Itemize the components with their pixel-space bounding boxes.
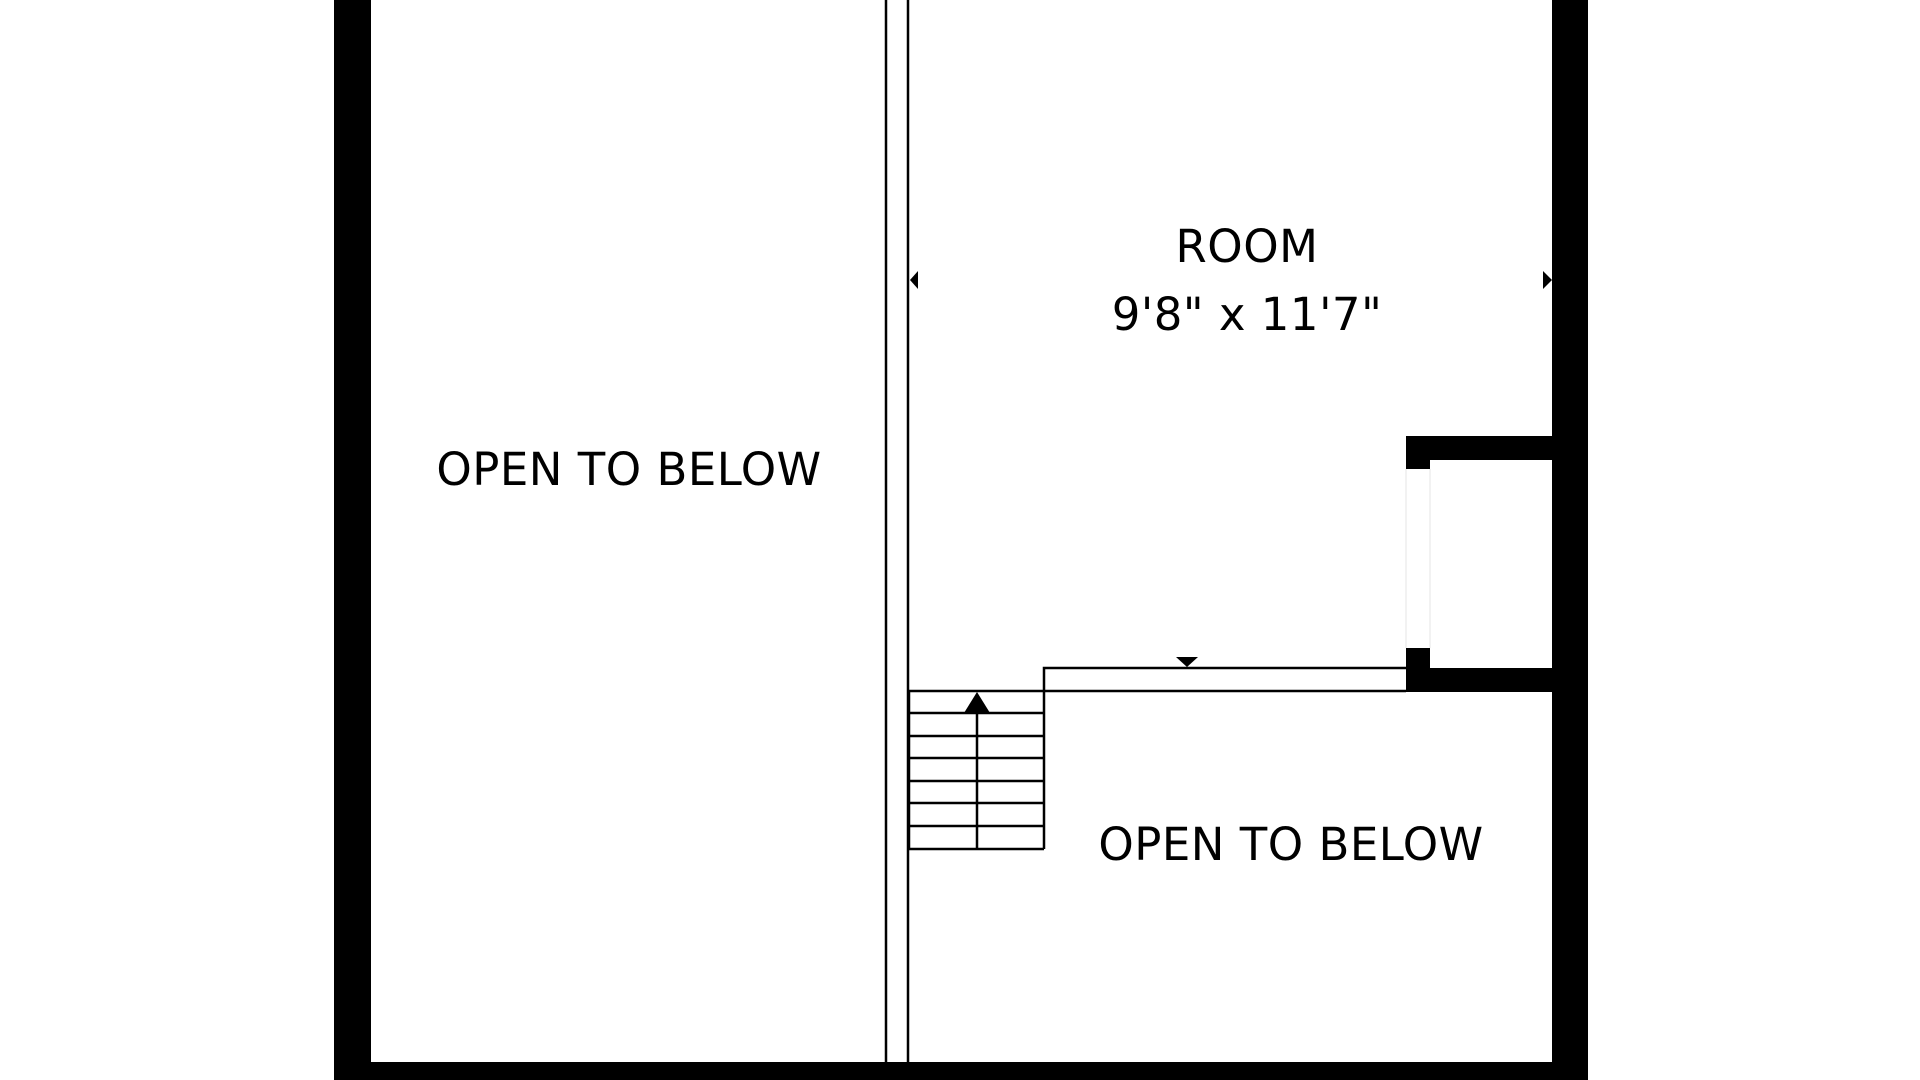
closet-top-wall <box>1406 436 1554 460</box>
room-label-open-to-below-left: OPEN TO BELOW <box>436 443 822 496</box>
room-label-room: ROOM <box>1175 220 1319 273</box>
dimension-arrow-right-icon <box>1543 271 1552 289</box>
dimension-arrow-down-icon <box>1176 657 1198 667</box>
room-label-open-to-below-right: OPEN TO BELOW <box>1098 818 1484 871</box>
stairs <box>907 691 1044 851</box>
bottom-exterior-wall <box>334 1062 1588 1080</box>
dimension-arrow-left-icon <box>910 271 918 289</box>
left-exterior-wall <box>334 0 371 1080</box>
closet-top-jamb <box>1406 436 1430 469</box>
room-dimensions: 9'8" x 11'7" <box>1111 288 1383 341</box>
right-exterior-wall <box>1552 0 1588 1080</box>
landing-edge <box>1042 666 1406 849</box>
stair-up-arrow-icon <box>964 692 990 713</box>
closet-bottom-wall <box>1406 668 1554 692</box>
closet-bottom-jamb <box>1406 648 1430 692</box>
